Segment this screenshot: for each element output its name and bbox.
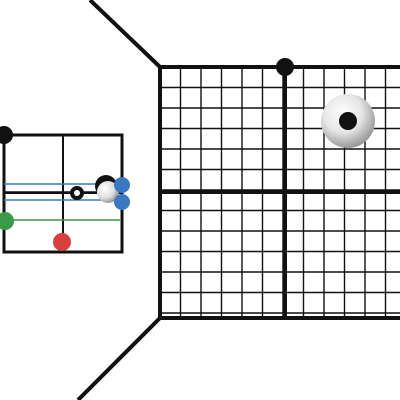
white-ball-pupil	[339, 112, 357, 130]
black-ball-top[interactable]	[276, 58, 294, 76]
green-ball[interactable]	[0, 212, 14, 230]
white-ball[interactable]	[321, 94, 375, 148]
gray-ball[interactable]	[95, 175, 119, 203]
black-ball-left[interactable]	[0, 126, 13, 144]
room-edge-top-left	[88, 0, 162, 69]
blue-ball-lower[interactable]	[114, 194, 130, 210]
red-ball[interactable]	[53, 233, 71, 251]
room-edge-bottom-left	[76, 316, 162, 400]
ring-ball[interactable]	[70, 186, 84, 200]
blue-ball-upper[interactable]	[114, 177, 130, 193]
